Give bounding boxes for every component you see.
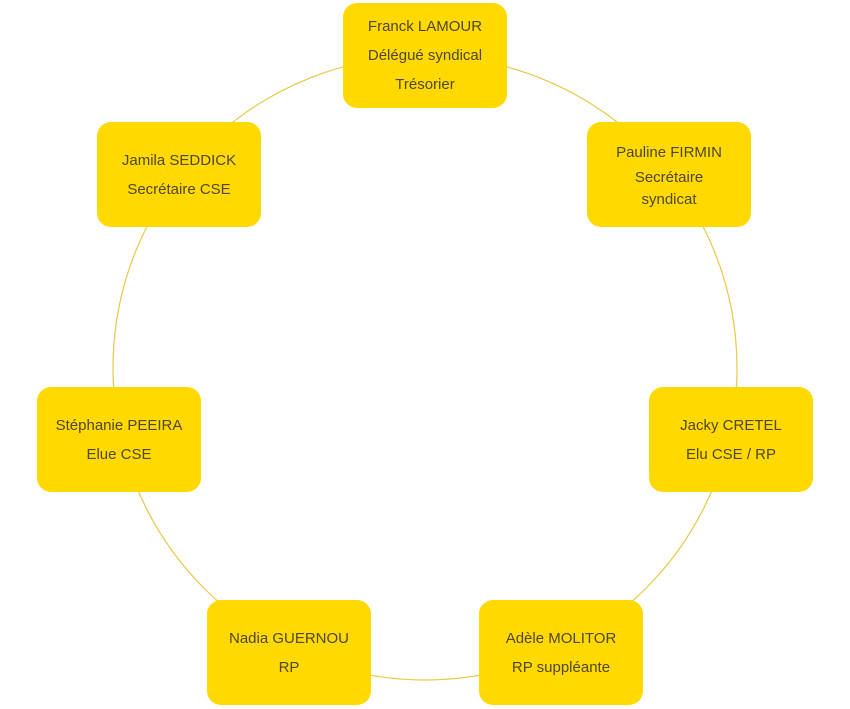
member-name: Nadia GUERNOU bbox=[228, 629, 350, 647]
member-name: Pauline FIRMIN bbox=[616, 144, 722, 161]
member-box-jacky-cretel: Jacky CRETEL Elu CSE / RP bbox=[649, 387, 813, 492]
member-role: Secrétaire syndicat bbox=[634, 169, 704, 208]
member-box-stephanie-peeira: Stéphanie PEEIRA Elue CSE bbox=[37, 387, 201, 492]
member-name: Jacky CRETEL bbox=[680, 416, 782, 434]
member-role: RP suppléante bbox=[511, 658, 611, 676]
member-box-jamila-seddick: Jamila SEDDICK Secrétaire CSE bbox=[97, 122, 261, 227]
member-name: Jamila SEDDICK bbox=[121, 151, 237, 169]
member-role: Trésorier bbox=[395, 76, 455, 93]
member-role: RP bbox=[278, 658, 300, 676]
member-role: Délégué syndical bbox=[367, 47, 483, 64]
member-role: Secrétaire CSE bbox=[127, 180, 231, 198]
member-name: Adèle MOLITOR bbox=[505, 629, 617, 647]
member-box-adele-molitor: Adèle MOLITOR RP suppléante bbox=[479, 600, 643, 705]
member-role: Elue CSE bbox=[86, 445, 152, 463]
member-box-pauline-firmin: Pauline FIRMIN Secrétaire syndicat bbox=[587, 122, 751, 227]
member-box-franck-lamour: Franck LAMOUR Délégué syndical Trésorier bbox=[343, 3, 507, 108]
member-box-nadia-guernou: Nadia GUERNOU RP bbox=[207, 600, 371, 705]
member-name: Franck LAMOUR bbox=[367, 18, 483, 35]
member-name: Stéphanie PEEIRA bbox=[55, 416, 183, 434]
member-role: Elu CSE / RP bbox=[685, 445, 777, 463]
